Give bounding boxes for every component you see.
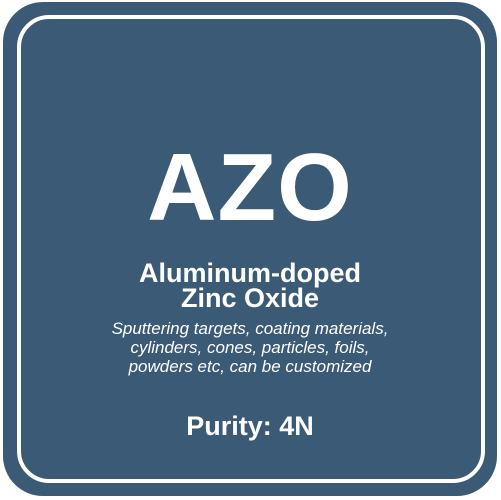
description-line-2: cylinders, cones, particles, foils,: [130, 338, 370, 357]
description-line-3: powders etc, can be customized: [128, 357, 372, 376]
tile-inner-border: [17, 15, 485, 483]
material-name-line-2: Zinc Oxide: [180, 283, 320, 313]
material-name-line-1: Aluminum-doped: [139, 258, 361, 288]
description-line-1: Sputtering targets, coating materials,: [111, 319, 389, 338]
material-symbol: AZO: [147, 134, 353, 241]
purity-label: Purity: 4N: [186, 411, 314, 441]
product-tile: AZO Aluminum-doped Zinc Oxide Sputtering…: [3, 2, 497, 496]
